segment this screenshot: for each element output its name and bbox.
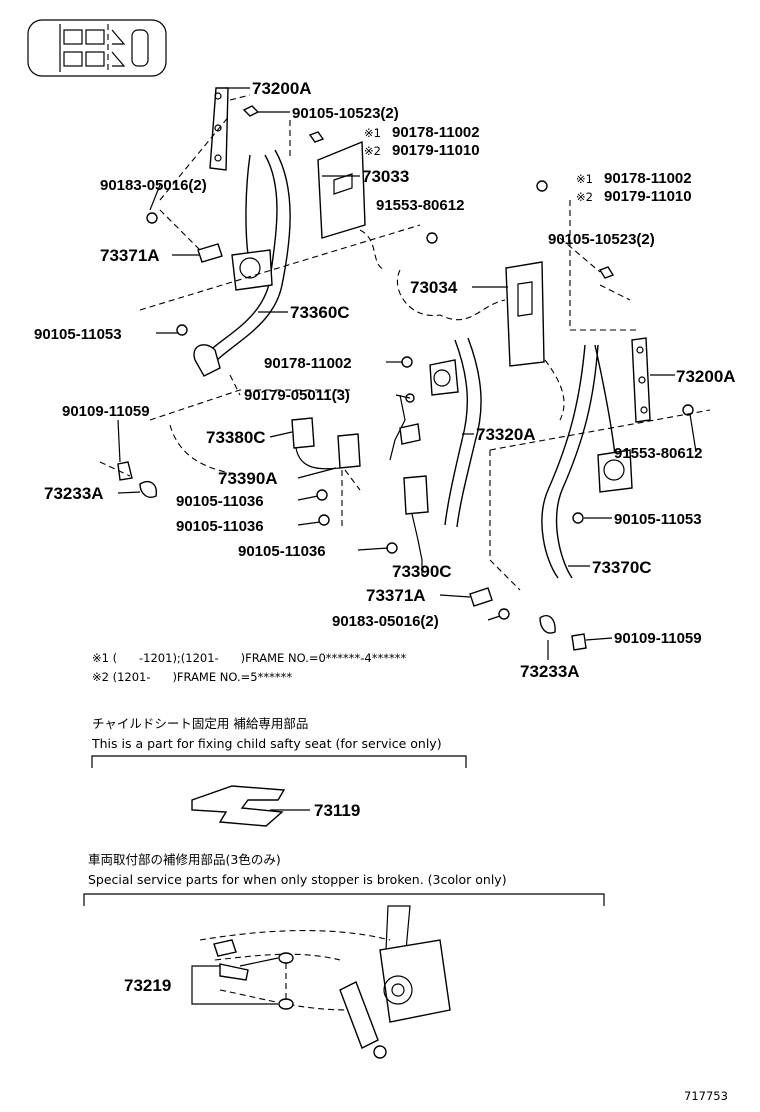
note-1: ※1 ( -1201);(1201- )FRAME NO.=0******-4*… — [92, 651, 406, 665]
label-73380C[interactable]: 73380C — [206, 428, 266, 447]
mark-1-right: ※1 — [576, 172, 593, 186]
left-belt-assembly — [139, 87, 421, 396]
mark-2-left: ※2 — [364, 144, 381, 158]
part-labels: 73200A 90105-10523(2) ※1 90178-11002 ※2 … — [34, 79, 736, 681]
label-90109-11059-right[interactable]: 90109-11059 — [614, 630, 702, 647]
label-90105-11053-left[interactable]: 90105-11053 — [34, 326, 122, 343]
label-90105-11036-c[interactable]: 90105-11036 — [238, 543, 326, 560]
label-90105-11036-b[interactable]: 90105-11036 — [176, 518, 264, 535]
label-90179-05011[interactable]: 90179-05011(3) — [244, 387, 350, 404]
right-belt-assembly — [469, 180, 711, 651]
label-90178-11002-right[interactable]: 90178-11002 — [604, 170, 692, 187]
label-73034[interactable]: 73034 — [410, 278, 458, 297]
label-73371A-left[interactable]: 73371A — [100, 246, 160, 265]
label-73219[interactable]: 73219 — [124, 976, 171, 995]
label-73360C[interactable]: 73360C — [290, 303, 350, 322]
vehicle-icon — [27, 19, 167, 77]
label-90105-11036-a[interactable]: 90105-11036 — [176, 493, 264, 510]
mark-2-right: ※2 — [576, 190, 593, 204]
child-seat-caption-jp: チャイルドシート固定用 補給専用部品 — [92, 716, 308, 731]
label-73033[interactable]: 73033 — [362, 167, 409, 186]
label-90105-10523-left[interactable]: 90105-10523(2) — [292, 105, 399, 122]
child-seat-section: チャイルドシート固定用 補給専用部品 This is a part for fi… — [91, 716, 467, 827]
label-73233A-right[interactable]: 73233A — [520, 662, 580, 681]
stopper-caption-jp: 車両取付部の補修用部品(3色のみ) — [88, 852, 281, 867]
label-73371A-right[interactable]: 73371A — [366, 586, 426, 605]
label-90105-11053-right[interactable]: 90105-11053 — [614, 511, 702, 528]
label-90178-11002-left[interactable]: 90178-11002 — [392, 124, 480, 141]
label-73390C[interactable]: 73390C — [392, 562, 452, 581]
label-73370C[interactable]: 73370C — [592, 558, 652, 577]
stopper-caption-en: Special service parts for when only stop… — [88, 872, 507, 887]
diagram-id: 717753 — [684, 1089, 728, 1103]
mark-1-left: ※1 — [364, 126, 381, 140]
label-73390A[interactable]: 73390A — [218, 469, 278, 488]
leader-lines — [117, 87, 697, 660]
child-seat-caption-en: This is a part for fixing child safty se… — [91, 736, 442, 751]
label-90179-11010-right[interactable]: 90179-11010 — [604, 188, 692, 205]
stopper-section: 車両取付部の補修用部品(3色のみ) Special service parts … — [83, 852, 605, 1059]
label-73233A-left[interactable]: 73233A — [44, 484, 104, 503]
label-90183-05016-left[interactable]: 90183-05016(2) — [100, 177, 207, 194]
label-90183-05016-right[interactable]: 90183-05016(2) — [332, 613, 439, 630]
label-73119[interactable]: 73119 — [314, 801, 360, 820]
centre-belt-assembly — [149, 337, 482, 561]
note-2: ※2 (1201- )FRAME NO.=5****** — [92, 670, 292, 684]
label-90178-11002-centre[interactable]: 90178-11002 — [264, 355, 352, 372]
label-73200A-right[interactable]: 73200A — [676, 367, 736, 386]
label-73320A[interactable]: 73320A — [476, 425, 536, 444]
left-anchor-parts — [99, 461, 157, 498]
frame-notes: ※1 ( -1201);(1201- )FRAME NO.=0******-4*… — [92, 651, 406, 684]
label-91553-80612-left[interactable]: 91553-80612 — [376, 197, 464, 214]
label-90109-11059-left[interactable]: 90109-11059 — [62, 403, 150, 420]
pillar-cover-73034 — [396, 261, 545, 367]
label-90179-11010-left[interactable]: 90179-11010 — [392, 142, 480, 159]
label-91553-80612-right[interactable]: 91553-80612 — [614, 445, 702, 462]
label-90105-10523-right[interactable]: 90105-10523(2) — [548, 231, 655, 248]
label-73200A-left[interactable]: 73200A — [252, 79, 312, 98]
